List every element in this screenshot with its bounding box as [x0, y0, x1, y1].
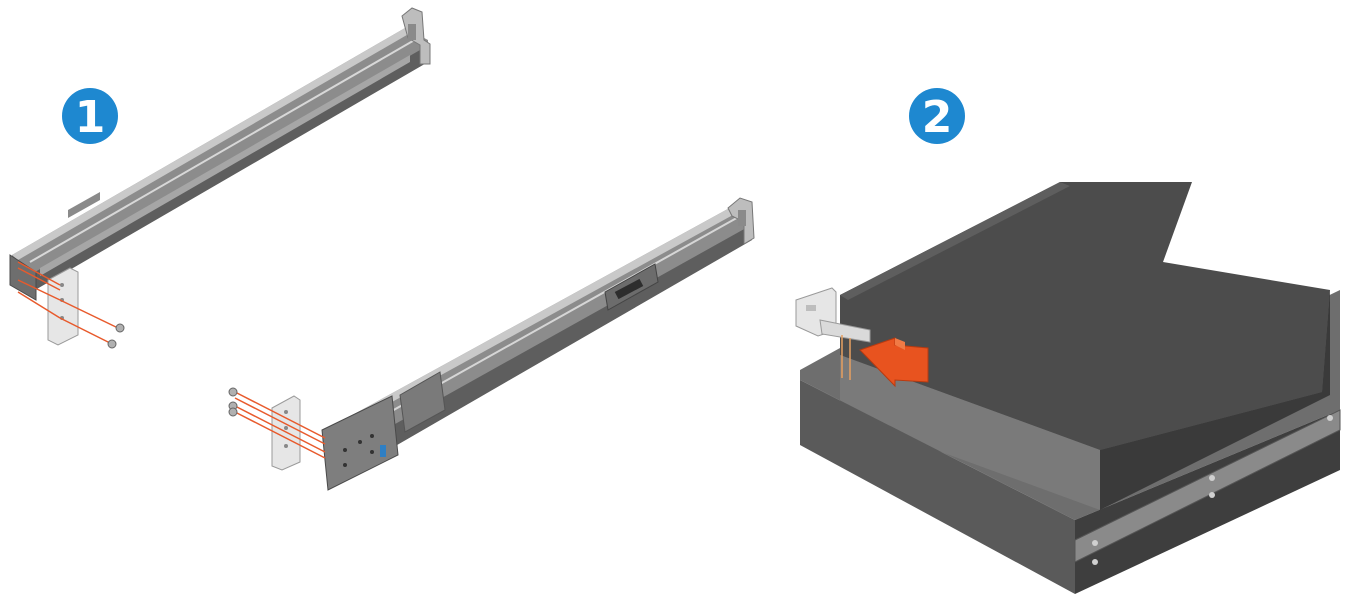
insert-arrow-icon	[859, 337, 929, 388]
left-rail	[9, 7, 431, 301]
right-screws	[228, 387, 238, 417]
server-chassis	[800, 182, 1341, 594]
step-2-number: 2	[922, 92, 953, 143]
chassis-mount-bracket	[795, 287, 871, 380]
step-1-badge-icon: 1	[62, 88, 118, 144]
step-2-badge-icon: 2	[909, 88, 965, 144]
right-guide-lines	[234, 391, 326, 459]
release-clip-icon	[380, 445, 386, 457]
left-guide-lines	[17, 261, 119, 345]
left-screws	[107, 323, 125, 349]
right-rail	[321, 197, 755, 491]
step-1-number: 1	[75, 92, 106, 143]
